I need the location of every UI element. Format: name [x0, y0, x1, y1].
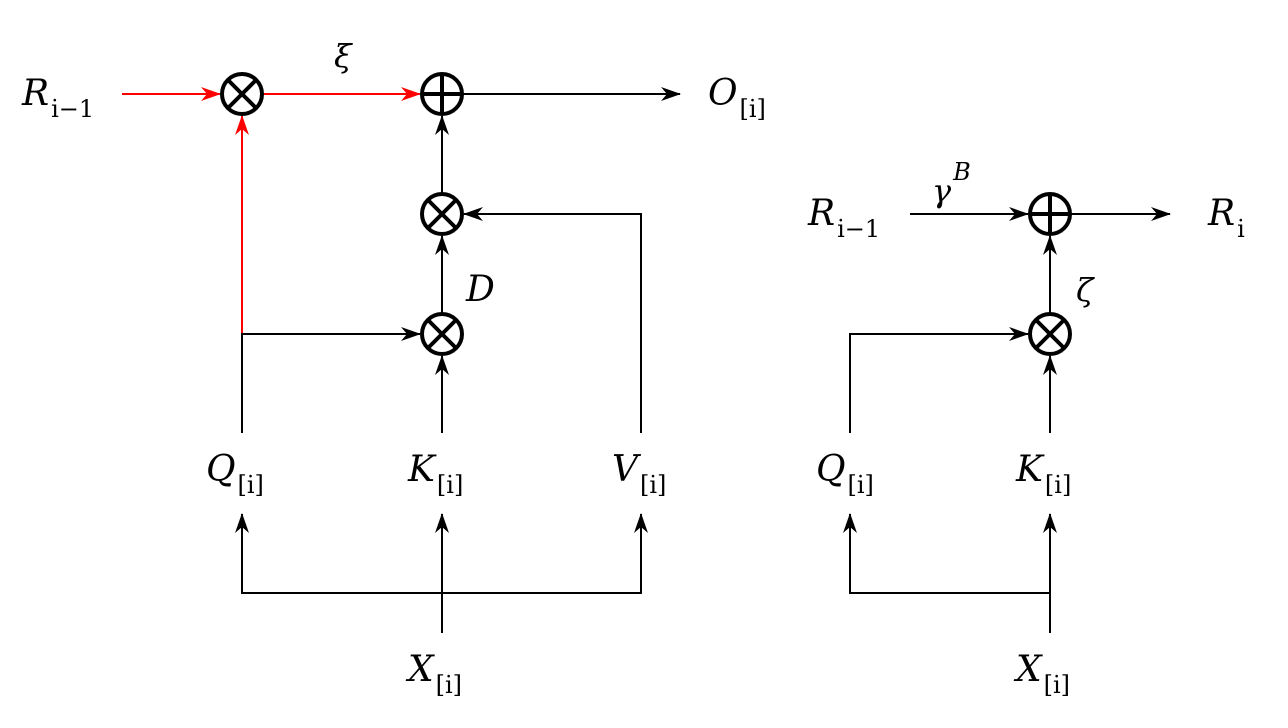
- add-node-output: [420, 72, 464, 116]
- label-k-right: K[i]: [1016, 449, 1072, 499]
- label-q-right: Q[i]: [816, 449, 874, 499]
- label-r-prev-left: Ri−1: [22, 73, 95, 123]
- edge-x-to-q: [235, 513, 442, 594]
- edge-q-to-mult3: [241, 327, 421, 433]
- label-d: D: [466, 269, 495, 310]
- left-diagram: [122, 72, 681, 633]
- multiply-node-qk: [420, 312, 464, 356]
- label-q-left: Q[i]: [206, 449, 264, 499]
- label-r-i: Ri: [1208, 193, 1245, 243]
- label-xi: ξ: [334, 37, 352, 75]
- label-k-left: K[i]: [408, 449, 464, 499]
- label-x-left: X[i]: [408, 649, 463, 699]
- multiply-node-qk: [1028, 312, 1072, 356]
- right-diagram: [843, 192, 1171, 633]
- label-output: O[i]: [708, 73, 766, 123]
- label-v-left: V[i]: [612, 449, 667, 499]
- edge-v-to-mult2: [463, 207, 642, 433]
- edge-x-to-q: [843, 513, 1050, 594]
- add-node-state: [1028, 192, 1072, 236]
- multiply-node-decay: [220, 72, 264, 116]
- edge-q-to-mult: [849, 327, 1029, 433]
- multiply-node-v: [420, 192, 464, 236]
- edge-x-to-v: [442, 513, 648, 594]
- label-r-prev-right: Ri−1: [808, 193, 881, 243]
- label-gamma-b: γB: [932, 158, 971, 210]
- label-zeta: ζ: [1076, 271, 1094, 309]
- label-x-right: X[i]: [1016, 649, 1071, 699]
